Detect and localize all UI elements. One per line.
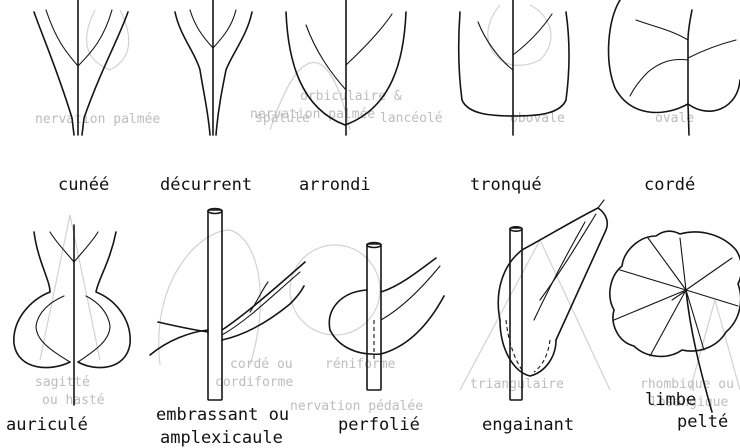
label-engainant: engainant	[482, 415, 574, 435]
embrassant-lobe-left-high	[158, 322, 208, 332]
decurrent-margin-left	[175, 12, 210, 135]
pelte-vein-4	[686, 290, 704, 350]
label-cunee: cunéé	[58, 175, 109, 195]
decurrent-vein-right	[213, 10, 236, 48]
arrondi-vein-right	[346, 14, 392, 65]
label-limbe: limbe	[645, 390, 696, 410]
engainant-stem-top	[510, 227, 522, 231]
pelte-vein-2	[686, 258, 732, 290]
auricule-vein-left	[50, 232, 74, 262]
label-amplexicaule: amplexicaule	[160, 428, 283, 448]
ghost-text-triangulaire: triangulaire	[470, 377, 564, 392]
label-perfolie: perfolié	[338, 415, 420, 435]
ghost-text-spatule: spatulé	[255, 111, 310, 126]
ghost-leaf-3	[488, 5, 551, 65]
embrassant-blade-upper	[222, 262, 305, 330]
perfolie-stem-top	[367, 243, 381, 248]
corde-margin	[609, 0, 740, 112]
tronque-vein-left	[478, 22, 513, 70]
arrondi-vein-left	[306, 25, 346, 90]
ghost-text-cordiforme: cordiforme	[215, 375, 293, 390]
pelte-vein-5	[650, 290, 686, 356]
corde-vein-right	[688, 40, 736, 58]
ghost-text-nervation-palmee-2: nervation palmée	[35, 112, 160, 127]
ghost-text-corde-ou: cordé ou	[230, 357, 293, 372]
engainant-tip	[598, 200, 604, 208]
embrassant-stem-top	[208, 209, 222, 214]
auricule-margin-left	[14, 232, 70, 368]
ghost-leaf-6	[159, 230, 261, 365]
leaf-decurrent	[175, 0, 252, 135]
label-decurrent: décurrent	[160, 175, 252, 195]
engainant-sheath-bottom	[500, 320, 556, 376]
auricule-margin-right	[78, 232, 130, 368]
pelte-blade	[610, 231, 740, 356]
ghost-text-lanceole: lancéolé	[380, 111, 443, 126]
auricule-vein-right	[74, 232, 98, 262]
pelte-vein-6	[614, 290, 686, 320]
leaf-engainant	[498, 200, 607, 400]
corde-vein-left-low	[630, 60, 688, 97]
perfolie-blade-back	[329, 290, 367, 330]
decurrent-vein-left	[190, 10, 213, 48]
ghost-text-obovale: obovale	[510, 111, 565, 126]
engainant-dash-1	[506, 320, 522, 370]
ghost-text-reniforme: réniforme	[325, 357, 396, 372]
perfolie-midrib	[381, 266, 440, 320]
pelte-vein-8	[648, 238, 686, 290]
label-arrondi: arrondi	[299, 175, 371, 195]
label-pelte: pelté	[677, 412, 728, 432]
label-auricule: auriculé	[6, 415, 88, 435]
perfolie-blade-top	[381, 258, 436, 292]
ghost-text-sagitte: sagitté	[35, 375, 90, 390]
label-corde: cordé	[644, 175, 695, 195]
decurrent-margin-right	[216, 12, 252, 135]
label-tronque: tronqué	[470, 175, 542, 195]
engainant-stem	[510, 228, 522, 400]
embrassant-stem	[208, 210, 222, 400]
cunee-vein-right-1	[78, 10, 112, 66]
corde-petiole	[688, 104, 689, 135]
ghost-text-nervation-pedalee: nervation pédalée	[290, 399, 423, 414]
tronque-margin	[459, 12, 569, 116]
pelte-vein-7	[620, 270, 686, 290]
label-embrassant: embrassant ou	[156, 405, 289, 425]
engainant-dash-2	[534, 340, 550, 372]
pelte-vein-3	[686, 290, 738, 306]
corde-vein-left-high	[636, 20, 688, 40]
perfolie-blade-front	[330, 296, 444, 354]
ghost-leaf-7	[460, 240, 610, 390]
embrassant-blade-lower	[222, 286, 304, 340]
